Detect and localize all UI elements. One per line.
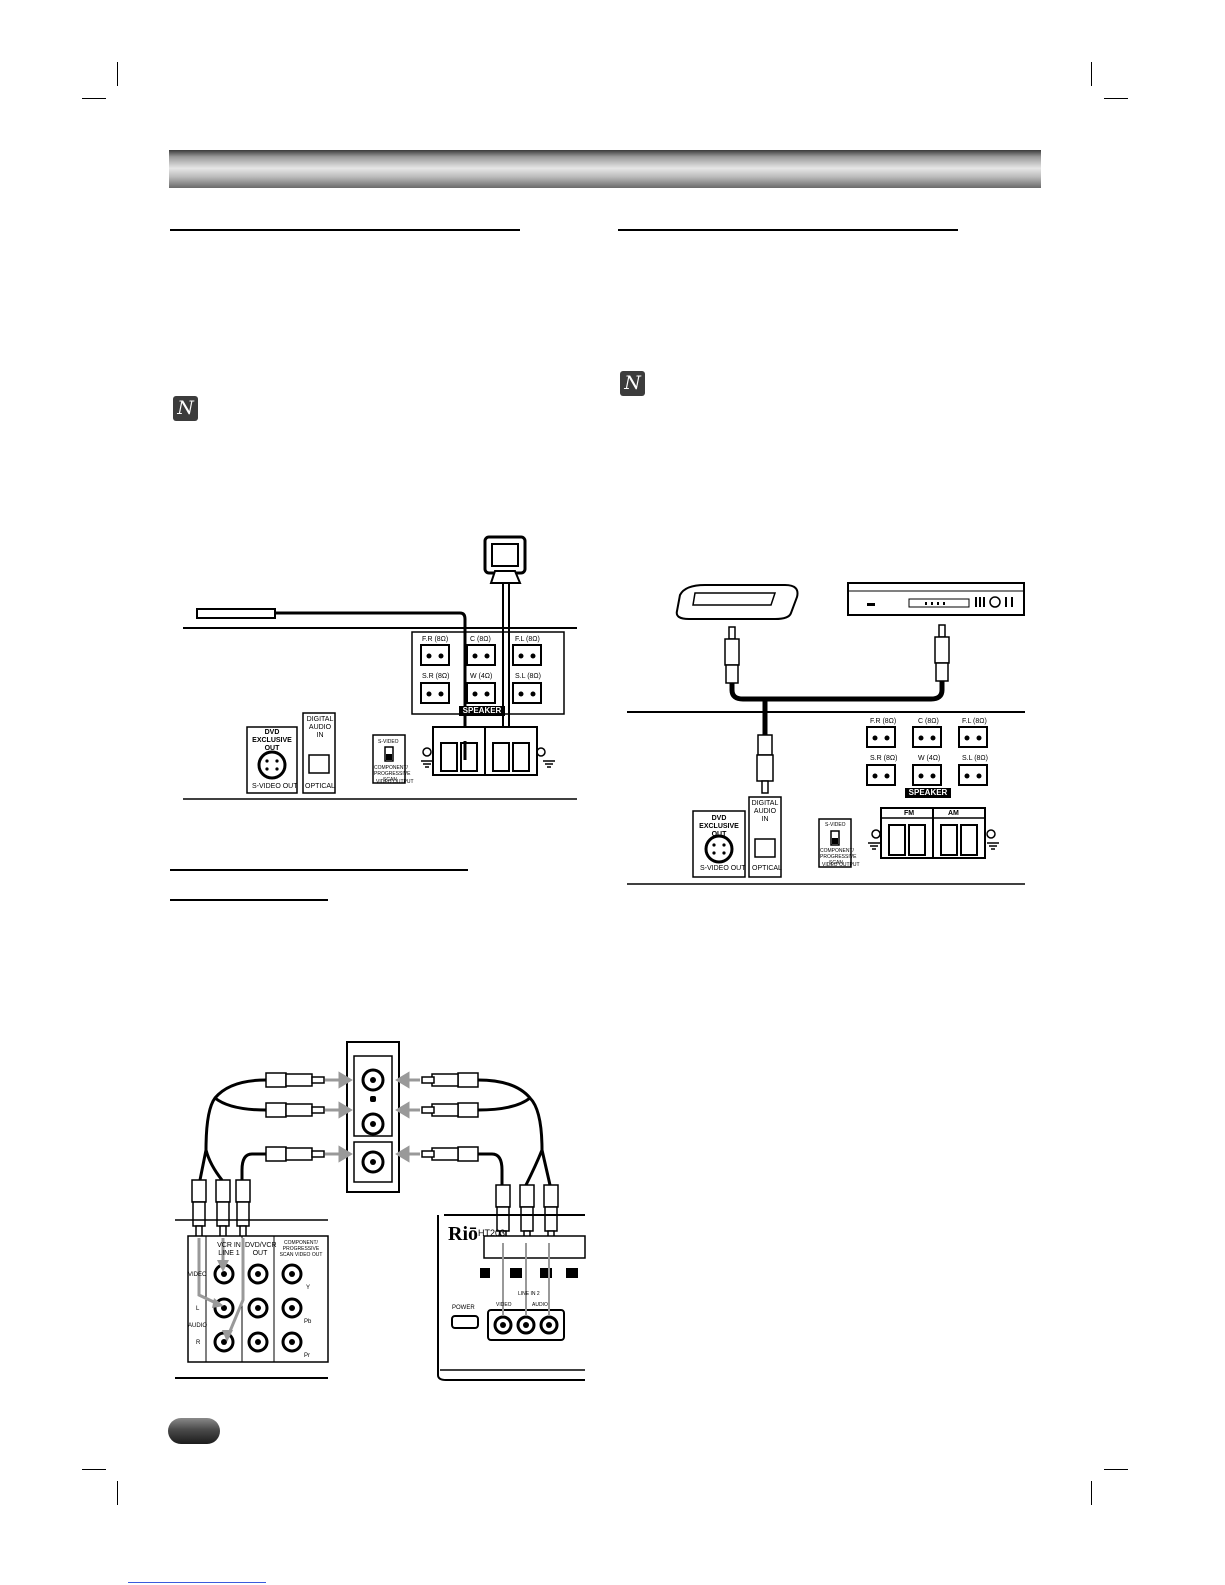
section-heading-rule (170, 229, 520, 231)
speaker-terminal-label: W (4Ω) (918, 755, 941, 762)
crop-mark (1104, 98, 1128, 99)
digital-audio-in-label: DIGITAL AUDIO IN (306, 716, 334, 739)
speaker-terminal-label: F.R (8Ω) (870, 718, 897, 725)
section-heading-rule (170, 869, 468, 871)
crop-mark (1091, 1481, 1092, 1505)
note-icon: N (173, 396, 198, 421)
model-label: HT203 (478, 1228, 506, 1238)
speaker-terminal-label: F.L (8Ω) (515, 636, 540, 643)
crop-mark (1091, 62, 1092, 86)
video-label: VIDEO (188, 1272, 207, 1278)
digital-audio-in-label: DIGITAL AUDIO IN (751, 800, 779, 823)
power-label: POWER (452, 1305, 475, 1311)
speaker-terminal-label: S.L (8Ω) (962, 755, 988, 762)
s-video-out-label: S-VIDEO OUT (252, 783, 298, 790)
audio-small-label: AUDIO (532, 1302, 548, 1308)
dvd-vcr-out-label: DVD/VCR OUT (245, 1242, 277, 1257)
page-number-tab (168, 1418, 220, 1444)
fm-label: FM (904, 810, 915, 817)
speaker-terminal-label: C (8Ω) (470, 636, 491, 643)
optical-label: OPTICAL (305, 783, 335, 790)
vcr-in-line1-label: VCR IN LINE 1 (217, 1242, 241, 1257)
antenna-connection-diagram (183, 535, 577, 800)
crop-mark (117, 1481, 118, 1505)
speaker-terminal-label: C (8Ω) (918, 718, 939, 725)
speaker-terminal-label: W (4Ω) (470, 673, 493, 680)
speaker-terminal-label: F.R (8Ω) (422, 636, 449, 643)
speaker-terminal-label: S.R (8Ω) (422, 673, 450, 680)
speaker-terminal-label: S.L (8Ω) (515, 673, 541, 680)
section-header-bar (169, 150, 1041, 188)
line-in-2-label: LINE IN 2 (518, 1291, 540, 1297)
digital-audio-connection-diagram (627, 582, 1025, 885)
component-switch-label: COMPONENT/ PROGRESSIVE SCAN (374, 765, 411, 783)
optical-label: OPTICAL (752, 865, 782, 872)
speaker-terminal-label: S.R (8Ω) (870, 755, 898, 762)
crop-mark (1104, 1469, 1128, 1470)
speaker-terminal-label: F.L (8Ω) (962, 718, 987, 725)
section-heading-rule (618, 229, 958, 231)
crop-mark (82, 98, 106, 99)
s-video-out-label: S-VIDEO OUT (700, 865, 746, 872)
crop-mark (117, 62, 118, 86)
speaker-label: SPEAKER (905, 788, 951, 798)
audio-label: AUDIO (188, 1323, 208, 1329)
crop-mark (82, 1469, 106, 1470)
section-heading-rule (170, 899, 328, 901)
footer-link-underline (128, 1582, 266, 1583)
video-small-label: VIDEO (496, 1302, 512, 1308)
video-output-label: VIDEO OUTPUT (822, 862, 860, 868)
video-output-label: VIDEO OUTPUT (376, 779, 414, 785)
am-label: AM (948, 810, 959, 817)
dvd-exclusive-out-label: DVD EXCLUSIVE OUT (252, 729, 292, 752)
pr-label: Pr (304, 1353, 310, 1359)
component-switch-label: COMPONENT/ PROGRESSIVE SCAN (820, 848, 857, 866)
dvd-exclusive-out-label: DVD EXCLUSIVE OUT (699, 815, 739, 838)
r-channel-label: R (196, 1340, 201, 1346)
vcr-tv-connection-diagram (175, 1041, 586, 1381)
note-icon: N (620, 371, 645, 396)
s-video-switch-label: S-VIDEO (378, 739, 399, 745)
s-video-switch-label: S-VIDEO (825, 822, 846, 828)
component-out-label: COMPONENT/ PROGRESSIVE SCAN VIDEO OUT (279, 1240, 323, 1258)
speaker-label: SPEAKER (459, 706, 505, 716)
y-label: Y (306, 1285, 311, 1291)
brand-logo: Riō (448, 1223, 478, 1245)
pb-label: Pb (304, 1319, 312, 1325)
l-channel-label: L (196, 1306, 200, 1312)
